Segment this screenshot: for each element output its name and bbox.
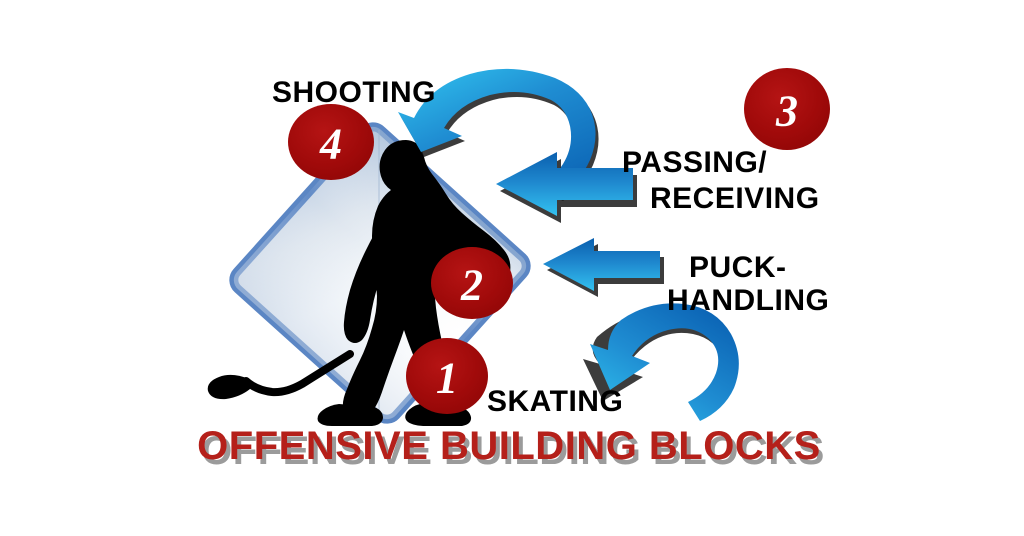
arrow-puck-body — [543, 238, 660, 291]
arrow-shooting — [398, 68, 599, 201]
circle-3-shape — [744, 68, 830, 150]
label-shooting: SHOOTING — [272, 76, 436, 109]
rear-skate — [317, 404, 383, 426]
arrow-passing-receiving — [496, 152, 637, 223]
number-circle-1[interactable]: 1 — [406, 338, 488, 414]
circle-4-shape — [288, 104, 374, 180]
arrow-puck-handling — [543, 238, 664, 297]
circle-1-shape — [406, 338, 488, 414]
hockey-stick — [242, 350, 354, 397]
circle-2-shape — [431, 247, 513, 319]
page-title: OFFENSIVE BUILDING BLOCKS OFFENSIVE BUIL… — [197, 424, 825, 473]
label-puck-line1: PUCK- — [689, 251, 787, 284]
arrow-shooting-body — [398, 68, 596, 196]
number-circle-3[interactable]: 3 — [744, 68, 830, 150]
number-circle-2[interactable]: 2 — [431, 247, 513, 319]
arrow-passing-body — [496, 152, 633, 216]
arrow-skating — [583, 303, 739, 421]
stick-blade — [207, 374, 250, 400]
circle-1-label: 1 — [436, 354, 458, 403]
player-arm — [343, 214, 402, 343]
circle-2-label: 2 — [460, 261, 483, 310]
circle-4-label: 4 — [319, 120, 342, 169]
label-passing-line1: PASSING/ — [622, 146, 767, 179]
page-title-text: OFFENSIVE BUILDING BLOCKS — [197, 424, 821, 468]
player-body — [342, 140, 511, 419]
number-circle-4[interactable]: 4 — [288, 104, 374, 180]
arrow-skating-body — [590, 303, 739, 421]
circle-3-label: 3 — [775, 87, 798, 136]
page-title-shadow: OFFENSIVE BUILDING BLOCKS — [201, 429, 825, 473]
label-skating: SKATING — [487, 385, 623, 418]
label-puck-line2: HANDLING — [667, 284, 829, 317]
label-passing-line2: RECEIVING — [650, 182, 820, 215]
